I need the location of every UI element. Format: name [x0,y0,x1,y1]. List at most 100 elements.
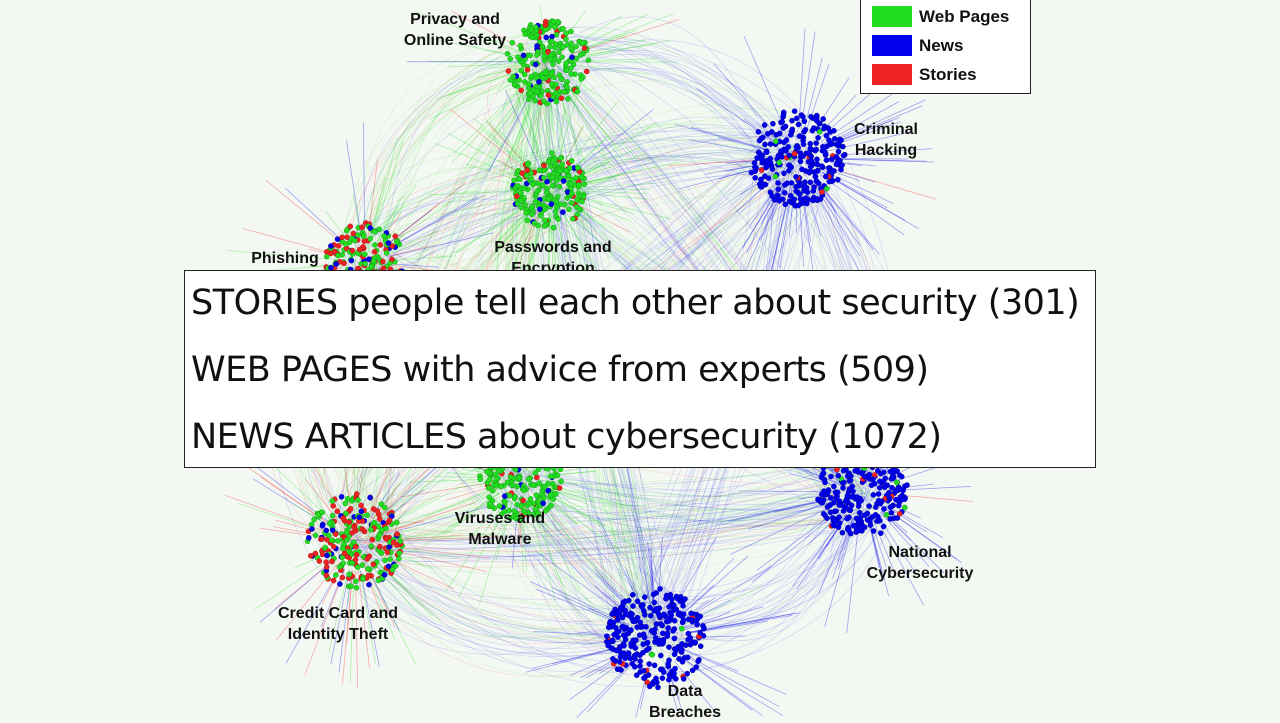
graph-node [824,516,829,521]
graph-node [853,468,858,473]
graph-node [389,257,394,262]
graph-node [841,468,846,473]
graph-node [329,559,334,564]
graph-node [899,497,904,502]
graph-node [604,634,609,639]
graph-node [336,243,341,248]
graph-node [366,257,371,262]
graph-node [370,537,375,542]
graph-node [575,198,580,203]
graph-node [569,181,574,186]
graph-node [693,640,698,645]
graph-node [876,491,881,496]
graph-node [626,651,631,656]
graph-node [606,625,611,630]
graph-node [648,613,653,618]
graph-node [859,525,864,530]
graph-node [578,52,583,57]
cluster-label-creditcard: Credit Card and Identity Theft [263,603,413,645]
graph-node [780,197,785,202]
graph-node [529,176,534,181]
graph-node [783,124,788,129]
graph-node [760,157,765,162]
graph-node [357,247,362,252]
graph-node [484,469,489,474]
graph-node [508,56,513,61]
graph-node [642,612,647,617]
graph-node [313,533,318,538]
graph-node [349,258,354,263]
graph-node [334,261,339,266]
graph-node [525,67,530,72]
legend-swatch-stories [872,64,912,85]
graph-node [394,520,399,525]
graph-node [487,501,492,506]
graph-node [824,186,829,191]
graph-node [518,190,523,195]
graph-node [486,485,491,490]
graph-node [548,474,553,479]
graph-node [814,141,819,146]
graph-node [680,659,685,664]
graph-node [679,626,684,631]
graph-node [834,495,839,500]
graph-node [377,516,382,521]
graph-node [821,126,826,131]
graph-node [802,119,807,124]
graph-node [871,492,876,497]
graph-node [549,202,554,207]
graph-node [515,55,520,60]
graph-edge [255,558,332,610]
graph-node [384,536,389,541]
graph-node [899,474,904,479]
graph-node [372,249,377,254]
graph-node [368,236,373,241]
graph-node [799,167,804,172]
graph-node [816,181,821,186]
graph-node [312,517,317,522]
graph-node [506,68,511,73]
graph-node [397,551,402,556]
graph-node [824,158,829,163]
graph-node [569,191,574,196]
graph-node [876,498,881,503]
graph-node [329,538,334,543]
graph-node [355,498,360,503]
graph-node [558,168,563,173]
graph-node [584,69,589,74]
graph-node [673,666,678,671]
graph-node [617,659,622,664]
graph-node [499,484,504,489]
graph-node [347,572,352,577]
graph-node [642,595,647,600]
graph-node [362,252,367,257]
graph-node [533,98,538,103]
graph-node [886,490,891,495]
graph-node [521,53,526,58]
graph-node [848,473,853,478]
graph-node [834,162,839,167]
graph-node [519,88,524,93]
graph-node [515,502,520,507]
graph-node [640,650,645,655]
graph-node [553,90,558,95]
graph-node [837,502,842,507]
graph-node [535,189,540,194]
dataset-summary-box: STORIES people tell each other about sec… [184,270,1096,468]
graph-node [554,178,559,183]
graph-node [508,475,513,480]
graph-node [394,239,399,244]
graph-node [384,250,389,255]
graph-node [512,82,517,87]
graph-node [617,667,622,672]
graph-node [330,513,335,518]
graph-node [348,584,353,589]
graph-node [542,168,547,173]
graph-node [566,207,571,212]
graph-node [629,641,634,646]
graph-node [783,202,788,207]
graph-node [359,225,364,230]
graph-node [559,479,564,484]
graph-node [780,119,785,124]
graph-node [360,576,365,581]
